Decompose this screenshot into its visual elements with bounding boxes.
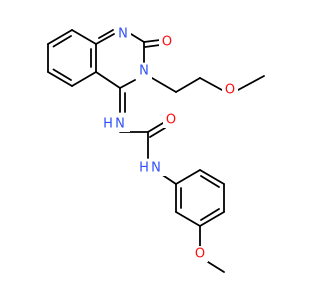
- urea-nitrogen-2: N: [151, 161, 161, 176]
- bond: [175, 77, 201, 93]
- bond: [71, 29, 97, 45]
- atom-labels: N O N O H N O H N O: [102, 26, 238, 262]
- bond: [207, 261, 225, 273]
- bond: [144, 44, 161, 48]
- bond: [71, 71, 97, 87]
- bond: [200, 175, 220, 188]
- bond: [199, 169, 225, 185]
- bond: [237, 75, 265, 91]
- bond: [47, 71, 73, 87]
- bond: [199, 211, 225, 227]
- bond: [149, 127, 166, 138]
- urea-nitrogen-1: N: [115, 117, 125, 132]
- methoxy-oxygen-phenyl: O: [195, 247, 205, 262]
- bond: [130, 33, 145, 43]
- bond: [143, 39, 161, 43]
- carbonyl-oxygen-ring: O: [162, 35, 172, 50]
- ether-oxygen-side-chain: O: [225, 83, 235, 98]
- ring-nitrogen-3: N: [139, 64, 149, 79]
- bond: [95, 71, 121, 89]
- urea-hydrogen-2: H: [139, 161, 149, 176]
- ring-nitrogen-1: N: [118, 27, 128, 42]
- carbonyl-oxygen-urea: O: [166, 113, 176, 128]
- bond: [52, 35, 72, 48]
- bond: [175, 169, 201, 185]
- urea-hydrogen-1: H: [103, 117, 113, 132]
- bond: [147, 122, 164, 133]
- bond: [98, 29, 114, 39]
- bonds: [47, 29, 265, 273]
- bond: [175, 211, 201, 227]
- bond: [52, 68, 72, 81]
- bond: [199, 77, 223, 91]
- bond: [119, 79, 136, 89]
- bond: [95, 33, 115, 45]
- molecule-structure: N O N O H N O H N O: [47, 26, 265, 273]
- bond: [200, 208, 220, 221]
- bond: [151, 77, 177, 93]
- bond: [47, 29, 73, 45]
